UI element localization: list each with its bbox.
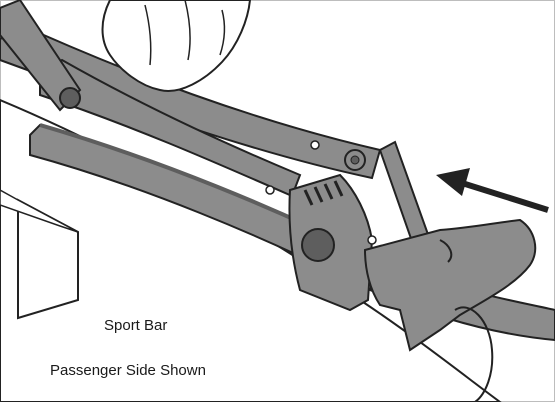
latch-slot-2: [313, 186, 324, 203]
rail-hole-3: [367, 235, 377, 245]
mounting-foot-notch: [439, 239, 453, 263]
mounting-foot: [363, 218, 537, 352]
rail-hole-2: [310, 140, 320, 150]
latch-slot-4: [333, 180, 344, 197]
side-box-top: [0, 189, 79, 233]
hand: [101, 0, 252, 92]
hand-finger-line-3: [219, 9, 226, 56]
latch-knob: [301, 228, 335, 262]
latch-slot-3: [323, 183, 334, 200]
latch-slot-1: [303, 189, 314, 206]
sport-bar-label: Sport Bar: [104, 317, 168, 334]
hand-finger-line-1: [144, 4, 152, 66]
pivot-bolt-upper-core: [350, 155, 360, 165]
hand-finger-line-2: [184, 0, 191, 61]
pivot-bolt-left: [59, 87, 81, 109]
sport-bar-lower-arm: [39, 58, 302, 198]
strap-loop: [454, 306, 494, 402]
passenger-side-note: Passenger Side Shown: [50, 362, 206, 379]
arrow-up-left-icon: [436, 168, 549, 213]
rail-hole-1: [265, 185, 275, 195]
